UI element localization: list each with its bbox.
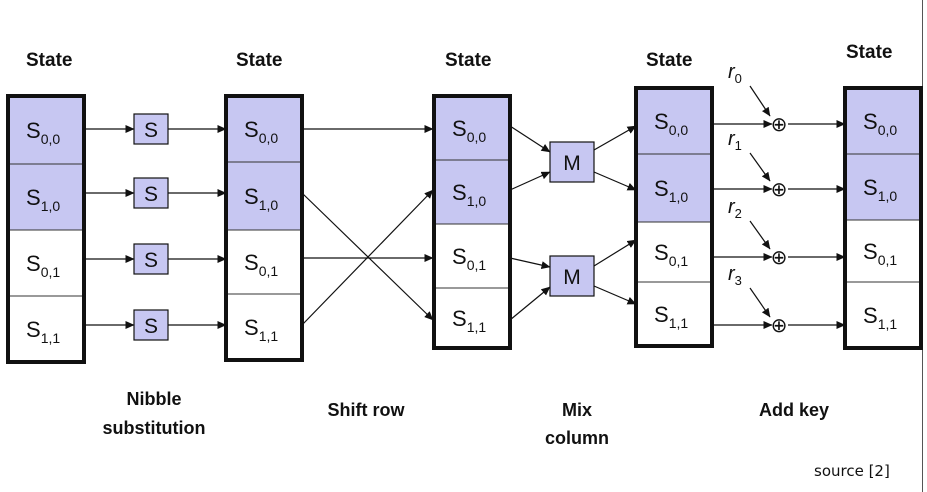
- sbox-4: S: [133, 309, 169, 341]
- state-cell: S0,0: [7, 95, 85, 165]
- state-cell-label: S0,1: [244, 250, 278, 279]
- state-cell-label: S1,0: [863, 175, 897, 204]
- svg-text:M: M: [563, 266, 581, 289]
- state-cell: S1,1: [433, 287, 511, 349]
- state-cell: S1,1: [225, 293, 303, 361]
- state-column-1: S0,0S1,0S0,1S1,1: [6, 94, 86, 364]
- step-label-mix-line1: Mix: [562, 400, 592, 420]
- state-cell: S0,0: [635, 87, 713, 155]
- step-label-shift-row: Shift row: [328, 400, 406, 420]
- step-label-mix-line2: column: [545, 428, 609, 448]
- step-label-nibble-line1: Nibble: [126, 389, 181, 409]
- state-cell-label: S1,0: [452, 180, 486, 209]
- round-key-arrow: [749, 85, 771, 117]
- state-column-border: [432, 94, 512, 350]
- state-cell: S0,0: [844, 87, 922, 155]
- source-citation: source [2]: [814, 462, 890, 480]
- mix-column-arrows: [509, 125, 637, 321]
- state-cell-label: S0,1: [863, 239, 897, 268]
- state-cell: S1,0: [225, 161, 303, 231]
- state-header-1: State: [26, 50, 72, 71]
- state-header-5: State: [846, 42, 892, 63]
- state-cell: S1,1: [635, 281, 713, 347]
- state-cell: S0,1: [433, 223, 511, 289]
- state-header-4: State: [646, 50, 692, 71]
- state-cell: S1,0: [844, 153, 922, 221]
- add-key-row-2: ⊕ r1: [712, 128, 846, 201]
- svg-text:S: S: [144, 315, 158, 338]
- sbox-3: S: [133, 243, 169, 275]
- state-column-border: [224, 94, 304, 362]
- svg-text:S: S: [144, 249, 158, 272]
- add-key-row-4: ⊕ r3: [712, 263, 846, 337]
- state-cell: S1,1: [844, 281, 922, 349]
- round-key-label: r3: [728, 263, 742, 288]
- state-cell: S1,0: [7, 163, 85, 231]
- state-column-border: [6, 94, 86, 364]
- state-cell-label: S0,1: [26, 251, 60, 280]
- state-cell-label: S0,0: [863, 109, 897, 138]
- state-cell: S0,1: [225, 229, 303, 295]
- svg-text:M: M: [563, 152, 581, 175]
- state-cell-label: S1,0: [26, 185, 60, 214]
- state-cell-label: S1,1: [26, 317, 60, 346]
- round-key-label: r0: [728, 61, 742, 86]
- state-cell: S0,0: [433, 95, 511, 161]
- xor-icon: ⊕: [771, 177, 788, 201]
- state-cell: S0,1: [844, 219, 922, 283]
- state-cell: S1,0: [635, 153, 713, 223]
- state-cell-label: S0,0: [244, 117, 278, 146]
- state-cell: S0,1: [635, 221, 713, 283]
- state-cell-label: S0,0: [654, 109, 688, 138]
- state-cell: S1,0: [433, 159, 511, 225]
- step-label-add-key: Add key: [759, 400, 829, 420]
- mix-column-box-bottom: M: [549, 255, 595, 297]
- mix-column-box-top: M: [549, 141, 595, 183]
- state-cell-label: S1,1: [863, 303, 897, 332]
- shift-row-lines: [301, 125, 434, 326]
- state-cell: S1,1: [7, 295, 85, 363]
- sbox-1: S: [133, 113, 169, 145]
- state-cell-label: S0,0: [452, 116, 486, 145]
- state-cell-label: S1,1: [654, 302, 688, 331]
- xor-icon: ⊕: [771, 245, 788, 269]
- round-key-label: r1: [728, 128, 742, 153]
- svg-text:S: S: [144, 183, 158, 206]
- state-column-5: S0,0S1,0S0,1S1,1: [843, 86, 923, 350]
- state-cell: S0,1: [7, 229, 85, 297]
- state-column-2: S0,0S1,0S0,1S1,1: [224, 94, 304, 362]
- state-cell-label: S0,1: [654, 240, 688, 269]
- state-cell-label: S1,1: [244, 315, 278, 344]
- add-key-row-1: ⊕ r0: [712, 61, 846, 136]
- state-cell-label: S0,1: [452, 244, 486, 273]
- state-column-3: S0,0S1,0S0,1S1,1: [432, 94, 512, 350]
- round-key-label: r2: [728, 196, 742, 221]
- state-column-border: [843, 86, 923, 350]
- state-column-border: [634, 86, 714, 348]
- sbox-2: S: [133, 177, 169, 209]
- round-key-arrow: [749, 287, 771, 318]
- xor-icon: ⊕: [771, 112, 788, 136]
- xor-icon: ⊕: [771, 313, 788, 337]
- state-header-2: State: [236, 50, 282, 71]
- step-label-nibble-line2: substitution: [103, 418, 206, 438]
- state-column-4: S0,0S1,0S0,1S1,1: [634, 86, 714, 348]
- state-cell-label: S1,0: [654, 176, 688, 205]
- svg-text:S: S: [144, 119, 158, 142]
- state-cell-label: S1,1: [452, 306, 486, 335]
- state-header-3: State: [445, 50, 491, 71]
- add-key-row-3: ⊕ r2: [712, 196, 846, 269]
- state-cell-label: S1,0: [244, 184, 278, 213]
- round-key-arrow: [749, 220, 771, 250]
- state-cell: S0,0: [225, 95, 303, 163]
- round-key-arrow: [749, 152, 771, 182]
- state-cell-label: S0,0: [26, 118, 60, 147]
